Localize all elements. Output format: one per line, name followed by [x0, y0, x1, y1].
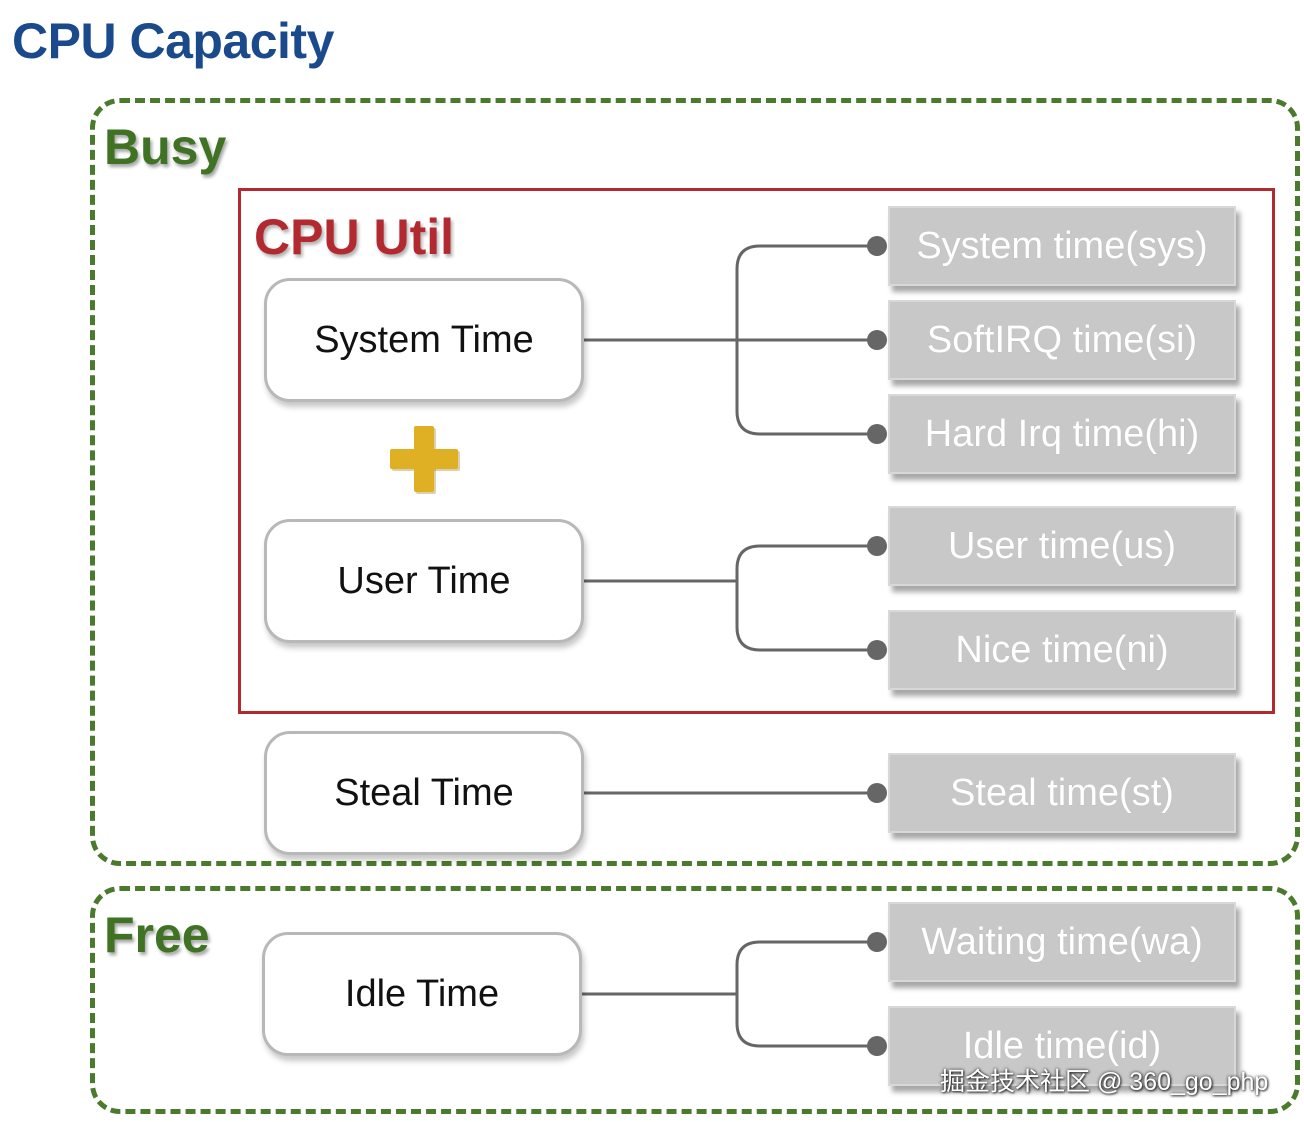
- system-time-node: System Time: [264, 278, 584, 402]
- cpu-util-label: CPU Util: [254, 209, 454, 265]
- free-group: [90, 886, 1300, 1114]
- busy-group: [90, 98, 1300, 866]
- watermark: 掘金技术社区 @ 360_go_php: [940, 1068, 1269, 1096]
- steal-time-node: Steal Time: [264, 731, 584, 855]
- idle-time-node: Idle Time: [262, 932, 582, 1056]
- free-group-label: Free: [104, 907, 210, 963]
- busy-group-label: Busy: [104, 119, 227, 175]
- metric-wa: Waiting time(wa): [888, 902, 1236, 982]
- metric-si: SoftIRQ time(si): [888, 300, 1236, 380]
- metric-st: Steal time(st): [888, 753, 1236, 833]
- cpu-util-box: [238, 188, 1275, 714]
- plus-icon: [390, 426, 460, 494]
- user-time-node: User Time: [264, 519, 584, 643]
- metric-ni: Nice time(ni): [888, 610, 1236, 690]
- metric-hi: Hard Irq time(hi): [888, 394, 1236, 474]
- metric-id: Idle time(id): [888, 1006, 1236, 1086]
- diagram-title: CPU Capacity: [12, 13, 334, 69]
- metric-us: User time(us): [888, 506, 1236, 586]
- metric-sys: System time(sys): [888, 206, 1236, 286]
